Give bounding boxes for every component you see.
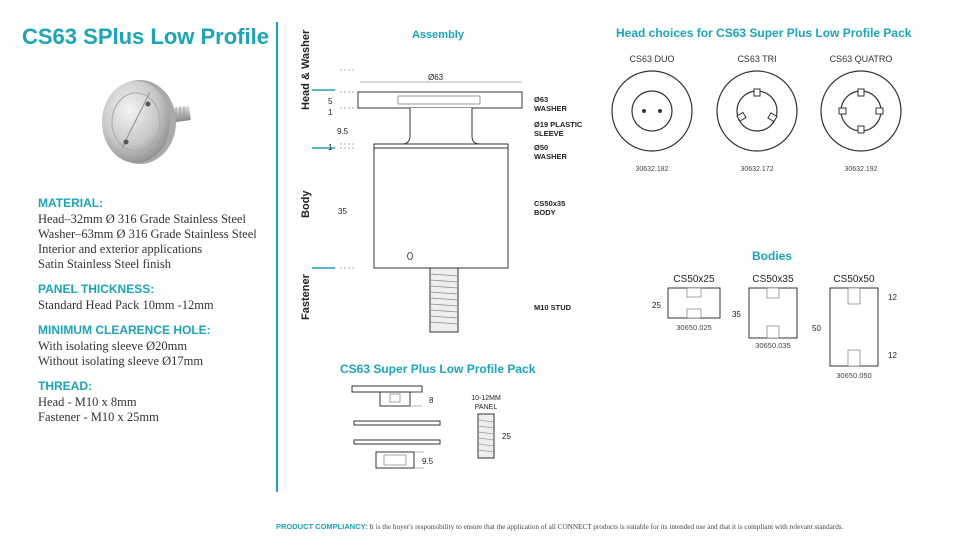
body-50-drawing [829, 287, 879, 367]
panel-heading: PANEL THICKNESS: [38, 282, 155, 296]
pack-washer-2 [353, 439, 441, 445]
head-code-quatro: 30632.192 [844, 166, 877, 173]
washer-50-shape [373, 143, 509, 149]
material-line: Satin Stainless Steel finish [38, 257, 171, 271]
head-inset [397, 95, 481, 105]
head-duo-drawing [611, 70, 693, 152]
dim-5: 5 [328, 97, 333, 106]
callout-washer63-a: Ø63 [534, 95, 548, 104]
body-code-35: 30650.035 [755, 341, 790, 350]
footer-text: It is the buyer's responsibility to ensu… [369, 523, 844, 531]
dim-1b: 1 [328, 143, 333, 152]
panel-label-a: 10-12MM [471, 395, 501, 402]
pack-sleeve [375, 451, 415, 469]
head-code-duo: 30632.182 [635, 166, 668, 173]
pack-title: CS63 Super Plus Low Profile Pack [340, 362, 536, 376]
body-code-50: 30650.050 [836, 371, 871, 380]
footer-label: PRODUCT COMPLIANCY: [276, 522, 368, 531]
page-title: CS63 SPlus Low Profile [22, 24, 269, 49]
panel-drawing [477, 413, 495, 459]
washer-63-shape [357, 91, 523, 109]
bodies-title: Bodies [752, 249, 793, 263]
pack-dim-8: 8 [429, 396, 434, 405]
body-dim-50-bottom: 12 [888, 351, 897, 360]
body-35-drawing [748, 287, 798, 339]
callout-washer50-a: Ø50 [534, 143, 548, 152]
callout-body-a: CS50x35 [534, 199, 565, 208]
material-line: Head–32mm Ø 316 Grade Stainless Steel [38, 212, 246, 226]
dim-d63: Ø63 [428, 73, 444, 82]
head-name-quatro: CS63 QUATRO [830, 54, 893, 64]
pack-diagram: 8 9.5 10-12MM PANEL 25 [351, 385, 511, 469]
side-label-head-washer: Head & Washer [300, 29, 312, 110]
material-heading: MATERIAL: [38, 196, 104, 210]
head-tri-drawing [716, 70, 798, 152]
material-line: Interior and exterior applications [38, 242, 203, 256]
dim-9-5: 9.5 [337, 127, 349, 136]
callout-sleeve-a: Ø19 PLASTIC [534, 120, 583, 129]
sleeve-shape [401, 108, 481, 145]
pack-dim-9-5: 9.5 [422, 457, 434, 466]
panel-label-b: PANEL [475, 404, 498, 411]
dim-1a: 1 [328, 108, 333, 117]
head-choices-title: Head choices for CS63 Super Plus Low Pro… [616, 26, 912, 40]
bodies-diagram: CS50x25 CS50x35 CS50x50 25 35 50 12 12 3… [652, 274, 897, 380]
hole-heading: MINIMUM CLEARENCE HOLE: [38, 323, 211, 337]
dim-35: 35 [338, 207, 347, 216]
callout-washer50-b: WASHER [534, 152, 568, 161]
body-hole [407, 252, 413, 260]
head-name-tri: CS63 TRI [737, 54, 776, 64]
body-dim-50-top: 12 [888, 293, 897, 302]
body-dim-50: 50 [812, 324, 821, 333]
panel-dim-25: 25 [502, 432, 511, 441]
hole-line: Without isolating sleeve Ø17mm [38, 354, 204, 368]
body-name-50: CS50x50 [833, 274, 875, 285]
pack-washer-1 [353, 420, 441, 426]
body-name-35: CS50x35 [752, 274, 794, 285]
callout-sleeve-b: SLEEVE [534, 129, 564, 138]
body-name-25: CS50x25 [673, 274, 715, 285]
body-25-drawing [667, 287, 721, 319]
head-quatro-drawing [820, 70, 902, 152]
material-line: Washer–63mm Ø 316 Grade Stainless Steel [38, 227, 257, 241]
pack-head [351, 385, 423, 407]
callout-body-b: BODY [534, 208, 556, 217]
assembly-title: Assembly [412, 29, 465, 41]
callout-stud: M10 STUD [534, 303, 572, 312]
body-dim-25: 25 [652, 301, 661, 310]
specs-panel: MATERIAL: Head–32mm Ø 316 Grade Stainles… [38, 196, 257, 425]
head-choices-diagram: CS63 DUO CS63 TRI CS63 QUATRO 30632.182 … [611, 54, 902, 173]
thread-heading: THREAD: [38, 379, 92, 393]
thread-line: Head - M10 x 8mm [38, 395, 137, 409]
side-label-fastener: Fastener [300, 273, 312, 320]
assembly-diagram: Assembly Head & Washer Body Fastener 5 1… [300, 29, 583, 333]
callout-washer63-b: WASHER [534, 104, 568, 113]
hole-line: With isolating sleeve Ø20mm [38, 339, 188, 353]
body-code-25: 30650.025 [676, 323, 711, 332]
side-label-body: Body [300, 190, 312, 218]
body-dim-35: 35 [732, 310, 741, 319]
body-shape [373, 147, 509, 269]
product-photo [102, 80, 191, 164]
head-code-tri: 30632.172 [740, 166, 773, 173]
column-divider [276, 22, 278, 492]
panel-line: Standard Head Pack 10mm -12mm [38, 298, 214, 312]
head-name-duo: CS63 DUO [629, 54, 674, 64]
footer-compliancy: PRODUCT COMPLIANCY: It is the buyer's re… [276, 522, 843, 531]
thread-line: Fastener - M10 x 25mm [38, 410, 159, 424]
